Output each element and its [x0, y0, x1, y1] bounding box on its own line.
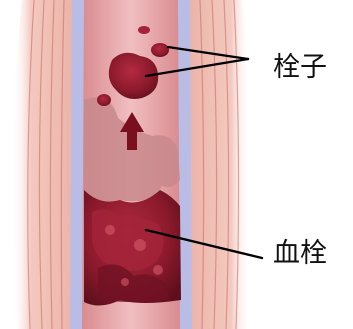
thrombus-label: 血栓 [273, 240, 327, 267]
embolus-label: 栓子 [273, 54, 327, 81]
